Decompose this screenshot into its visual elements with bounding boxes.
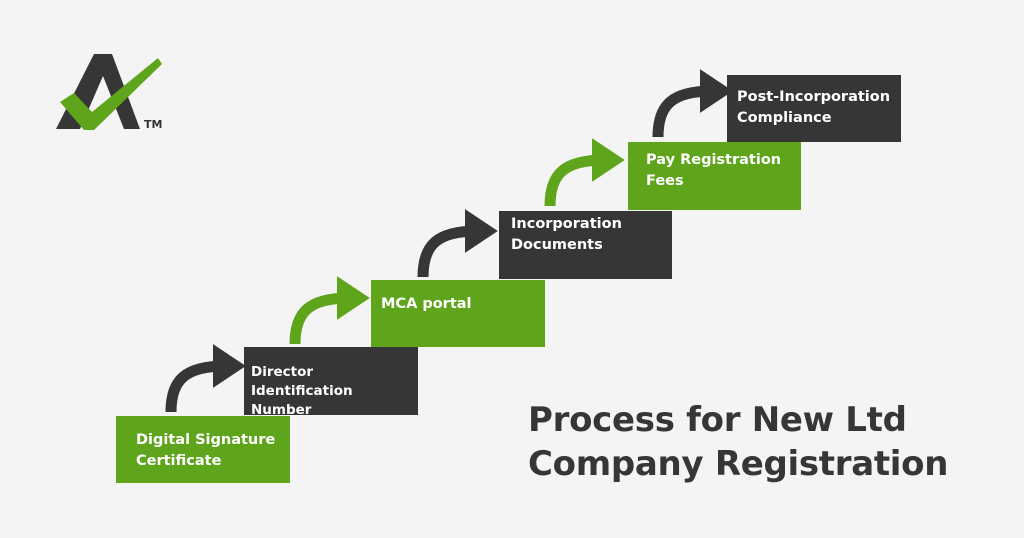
arrow-4 bbox=[544, 138, 625, 207]
step-mca-portal: MCA portal bbox=[371, 280, 545, 347]
step-label-line: Digital Signature bbox=[136, 432, 276, 448]
step-label-line: Incorporation bbox=[511, 216, 622, 232]
step-label-line: Pay Registration bbox=[646, 152, 782, 168]
arrow-1 bbox=[165, 344, 246, 413]
step-label-line: MCA portal bbox=[381, 296, 472, 312]
step-label-line: Fees bbox=[646, 173, 684, 190]
title-line-1: Process for New Ltd bbox=[528, 400, 907, 440]
step-label-line: Director Identification bbox=[251, 364, 353, 399]
trademark-label: TM bbox=[144, 118, 163, 131]
step-incorporation-documents: Incorporation Documents bbox=[499, 211, 672, 279]
step-label-line: Post-Incorporation bbox=[737, 89, 891, 105]
logo-icon bbox=[56, 54, 162, 130]
step-post-incorporation-compliance: Post-Incorporation Compliance bbox=[727, 75, 901, 142]
step-director-identification-number: Director Identification Number bbox=[244, 347, 418, 418]
step-label-line: Certificate bbox=[136, 453, 222, 470]
page-title: Process for New Ltd Company Registration bbox=[528, 398, 988, 486]
title-line-2: Company Registration bbox=[528, 444, 949, 485]
arrow-5 bbox=[652, 69, 733, 138]
step-pay-registration-fees: Pay Registration Fees bbox=[628, 142, 801, 210]
step-label-line: Number bbox=[251, 401, 312, 418]
step-label-line: Documents bbox=[511, 237, 603, 254]
arrow-3 bbox=[417, 209, 498, 278]
step-digital-signature-certificate: Digital Signature Certificate bbox=[116, 416, 290, 483]
arrow-2 bbox=[289, 276, 370, 345]
step-label-line: Compliance bbox=[737, 110, 832, 127]
